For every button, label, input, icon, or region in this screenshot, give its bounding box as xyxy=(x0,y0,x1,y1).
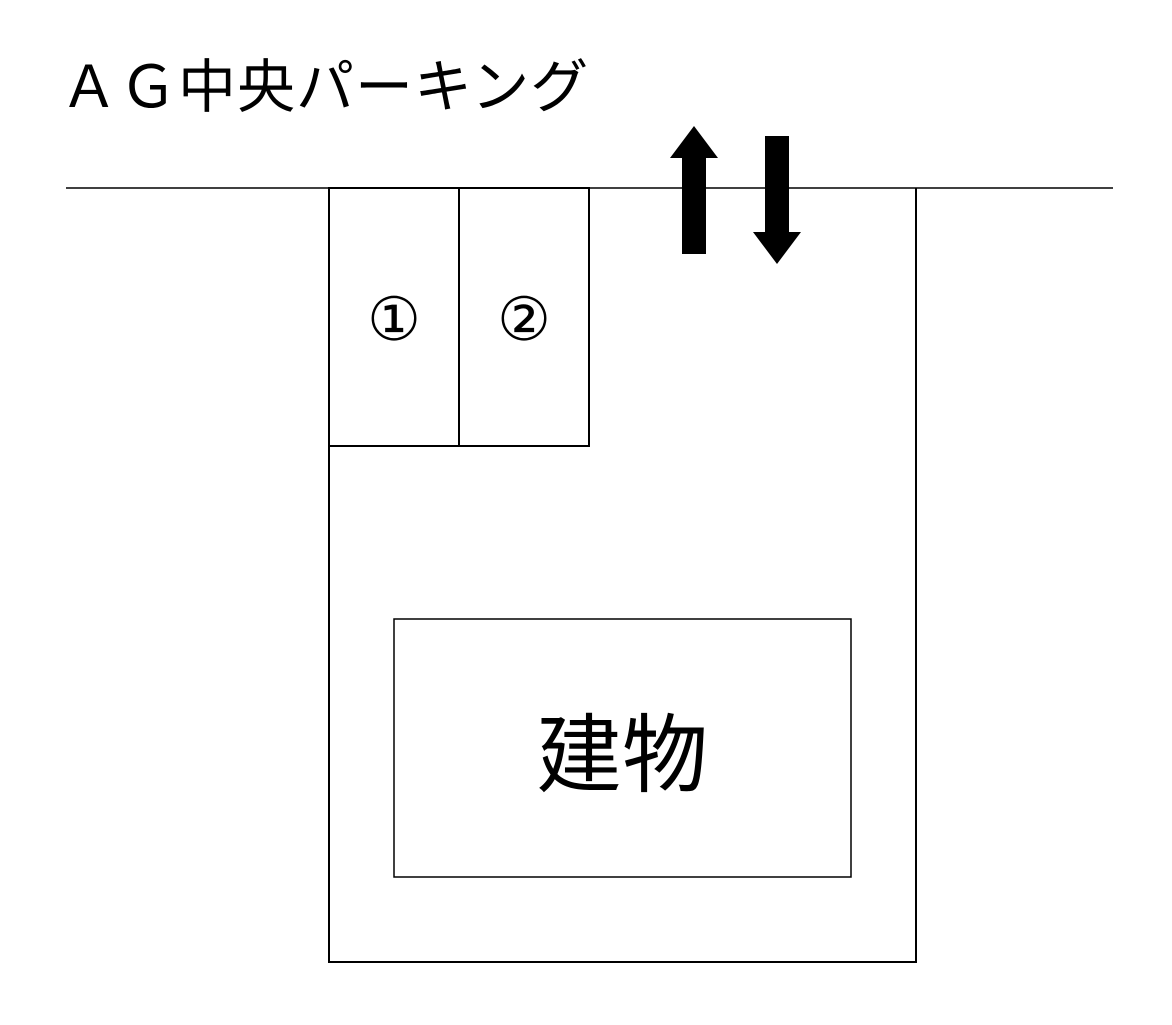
building-label: 建物 xyxy=(536,706,708,806)
page-title: ＡＧ中央パーキング xyxy=(60,53,590,121)
lot-outline xyxy=(328,188,917,963)
up-arrow-icon xyxy=(670,126,718,254)
parking-space-1[interactable]: ① xyxy=(328,187,460,447)
parking-space-1-label: ① xyxy=(367,285,421,355)
building: 建物 xyxy=(393,618,852,878)
parking-space-2[interactable]: ② xyxy=(458,187,590,447)
down-arrow-icon xyxy=(753,136,801,264)
parking-space-2-label: ② xyxy=(497,285,551,355)
entrance-arrows xyxy=(670,126,801,264)
